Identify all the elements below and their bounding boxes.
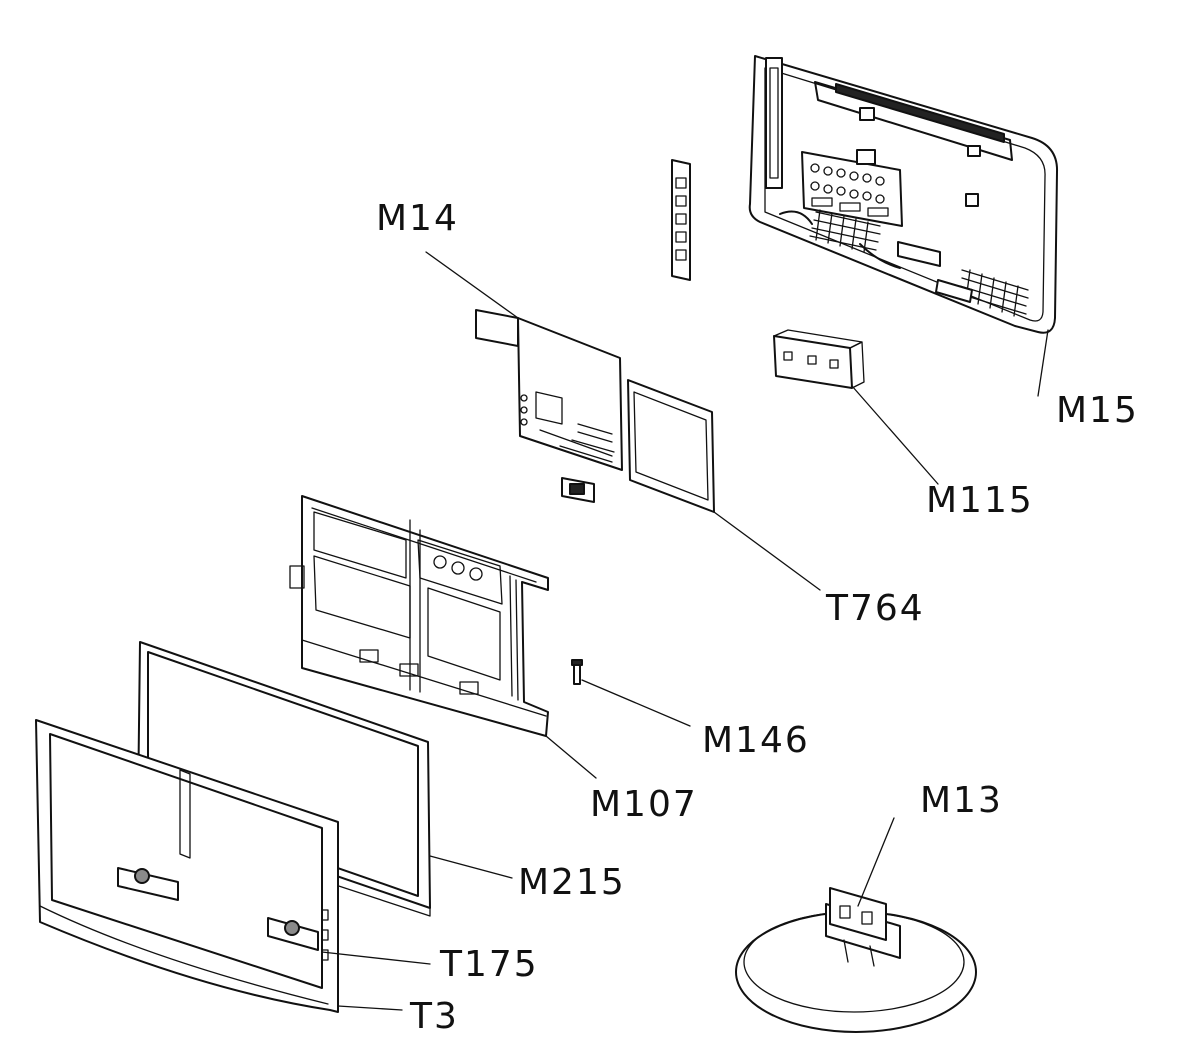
label-t175: T175 (439, 944, 539, 985)
label-t3: T3 (409, 996, 459, 1037)
speaker-left-icon (117, 867, 179, 901)
label-m107: M107 (590, 784, 698, 825)
rear-cover (748, 55, 1059, 334)
label-m13: M13 (920, 780, 1003, 821)
main-board (475, 309, 623, 503)
chassis-frame (289, 495, 549, 737)
label-m15: M15 (1056, 390, 1139, 431)
label-m146: M146 (702, 720, 810, 761)
shield-plate (627, 379, 715, 513)
m115-bracket (773, 329, 865, 389)
m146-screw (571, 659, 583, 685)
label-m14: M14 (376, 198, 459, 239)
label-m215: M215 (518, 862, 626, 903)
label-m115: M115 (926, 480, 1034, 521)
speaker-right-icon (267, 917, 319, 951)
stand (735, 887, 977, 1033)
front-bezel (35, 719, 339, 1013)
part-labels: M14 M15 M115 T764 M146 M107 M13 M215 T17… (376, 198, 1139, 1037)
leader-lines (321, 251, 1049, 1011)
side-bracket-strip (671, 159, 691, 281)
label-t764: T764 (825, 588, 925, 629)
